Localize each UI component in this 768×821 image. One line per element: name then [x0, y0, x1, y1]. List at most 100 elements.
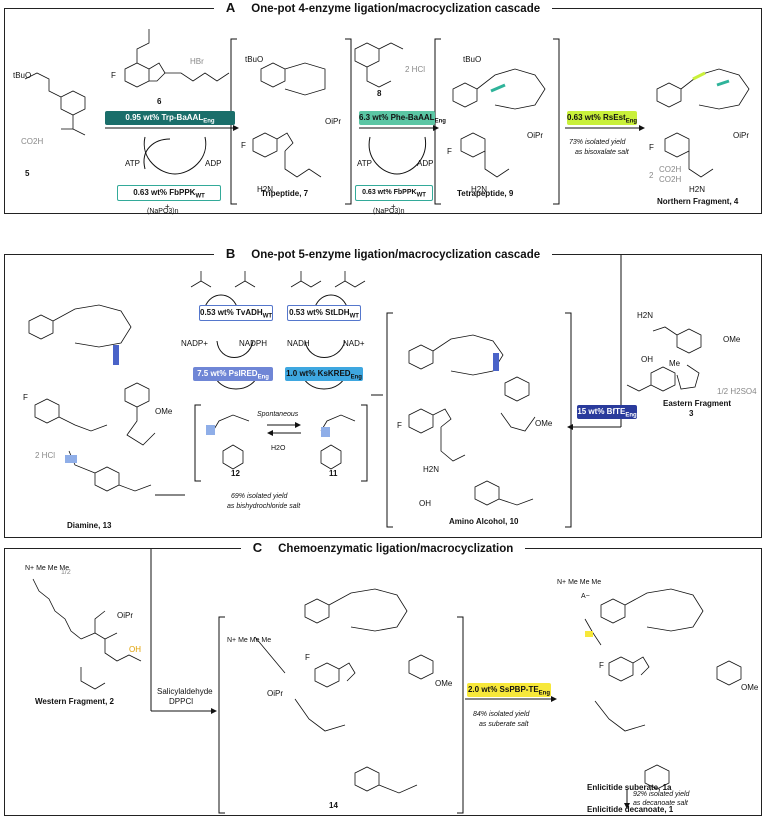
amino-alcohol-label: Amino Alcohol, 10	[449, 517, 519, 526]
amino-alcohol-10-structure	[408, 334, 536, 506]
f-label-7: F	[241, 141, 246, 150]
hcl-label: 2 HCl	[405, 65, 426, 74]
nme3-label-1: N+ Me Me Me	[557, 579, 602, 586]
oipr-label-2: OiPr	[117, 611, 133, 620]
nad-label: NAD+	[343, 339, 365, 348]
h2n-label-7: H2N	[257, 185, 274, 194]
f-label-14: F	[305, 653, 310, 662]
f-label-9: F	[447, 147, 452, 156]
imine-12-label: 12	[231, 469, 240, 478]
panel-b-graphics	[28, 255, 702, 528]
h2o-label: H2O	[271, 445, 286, 452]
enlicitide-structure	[584, 588, 742, 790]
compound-6-label: 6	[157, 97, 162, 106]
oipr-label-14: OiPr	[267, 689, 283, 698]
rsest-pill: 0.63 wt% RsEstEng	[567, 111, 638, 125]
anion-label: A−	[581, 593, 590, 600]
yield-c-3: 92% isolated yield	[633, 791, 690, 798]
adp-label-1: ADP	[205, 159, 222, 168]
yield-c-1: 84% isolated yield	[473, 711, 530, 718]
co2h-label-4a: CO2H	[659, 165, 682, 174]
oh-label-3: OH	[641, 355, 653, 364]
co2h-label-4b: CO2H	[659, 175, 682, 184]
yield-c-4: as decanoate salt	[633, 800, 688, 807]
western-fragment-label: Western Fragment, 2	[35, 697, 114, 706]
tetrapeptide-structure	[452, 68, 546, 178]
f-label-10: F	[397, 421, 402, 430]
oipr-label-4: OiPr	[733, 131, 749, 140]
ome-label-10: OMe	[535, 419, 553, 428]
panel-a-graphics	[24, 29, 750, 205]
hcl-label-13: 2 HCl	[35, 451, 56, 460]
yield-b-1: 69% isolated yield	[231, 493, 288, 500]
pyruvate-structure	[334, 271, 366, 288]
kskred-pill: 1.0 wt% KsKREDEng	[285, 367, 363, 381]
isopropanol-structure	[234, 271, 256, 288]
diamine-13-structure	[28, 304, 156, 492]
phe-baaal-pill: 6.3 wt% Phe-BaAALEng	[359, 111, 446, 125]
compound-5-label: 5	[25, 169, 30, 178]
ome-label-1: OMe	[741, 683, 759, 692]
diamine-label: Diamine, 13	[67, 521, 112, 530]
co2h-label: CO2H	[21, 137, 44, 146]
compound-14-label: 14	[329, 801, 338, 810]
trp-baaal-pill: 0.95 wt% Trp-BaAALEng	[105, 111, 235, 125]
f-label-13: F	[23, 393, 28, 402]
ome-label-3: OMe	[723, 335, 741, 344]
tripeptide-structure	[252, 62, 326, 178]
psired-pill: 7.5 wt% PsIREDEng	[193, 367, 273, 381]
fbppk-pill-1: 0.63 wt% FbPPKWT	[117, 185, 221, 201]
sspbp-te-pill: 2.0 wt% SsPBP-TEEng	[467, 683, 551, 697]
h2so4-label: 1/2 H2SO4	[717, 387, 757, 396]
eastern-fragment-number: 3	[689, 409, 694, 418]
nadh-label: NADH	[287, 339, 310, 348]
plus-label-2: +	[391, 202, 396, 211]
ome-label-14: OMe	[435, 679, 453, 688]
ome-label-13: OMe	[155, 407, 173, 416]
tbuo-label-9: tBuO	[463, 55, 482, 64]
half-label: 1/2	[61, 569, 71, 576]
western-fragment-structure	[32, 578, 142, 690]
compound-5-structure	[24, 72, 86, 136]
enlicitide-suberate-label: Enlicitide suberate, 1a	[587, 783, 672, 792]
aldehyde-11-structure	[320, 414, 356, 470]
nadp-label: NADP+	[181, 339, 208, 348]
spontaneous-label: Spontaneous	[257, 411, 299, 418]
f-label-1: F	[599, 661, 604, 670]
oh-label-10: OH	[419, 499, 431, 508]
eastern-fragment-label: Eastern Fragment	[663, 399, 732, 408]
tetrapeptide-label: Tetrapeptide, 9	[457, 189, 514, 198]
compound-14-structure	[254, 588, 434, 794]
tbuo-label-7: tBuO	[245, 55, 264, 64]
eastern-fragment-structure	[626, 326, 702, 392]
h2n-label-4: H2N	[689, 185, 706, 194]
northern-fragment-structure	[656, 68, 750, 178]
me-label-3: Me	[669, 359, 681, 368]
tbuo-label-5: tBuO	[13, 71, 32, 80]
oipr-label-9: OiPr	[527, 131, 543, 140]
polyphosphate-label-2: (NaPO3)n	[373, 208, 405, 215]
nme3-label-2: N+ Me Me Me	[25, 565, 70, 572]
tripeptide-label: Tripeptide, 7	[261, 189, 309, 198]
yield-b-2: as bishydrochloride salt	[227, 503, 301, 510]
acetone-structure	[190, 271, 212, 288]
enlicitide-decanoate-label: Enlicitide decanoate, 1	[587, 805, 674, 814]
h2n-label-9: H2N	[471, 185, 488, 194]
lactate-structure	[290, 271, 322, 288]
oxalate-count-label: 2	[649, 171, 654, 180]
atp-label-2: ATP	[357, 159, 372, 168]
adp-label-2: ADP	[417, 159, 434, 168]
plus-label-1: +	[165, 202, 170, 211]
polyphosphate-label-1: (NaPO3)n	[147, 208, 179, 215]
reagent-dppcl: DPPCl	[169, 697, 194, 706]
panel-c-graphics	[32, 549, 742, 814]
atp-label-1: ATP	[125, 159, 140, 168]
aldehyde-11-label: 11	[329, 469, 338, 478]
f-label-4: F	[649, 143, 654, 152]
compound-8-label: 8	[377, 89, 382, 98]
